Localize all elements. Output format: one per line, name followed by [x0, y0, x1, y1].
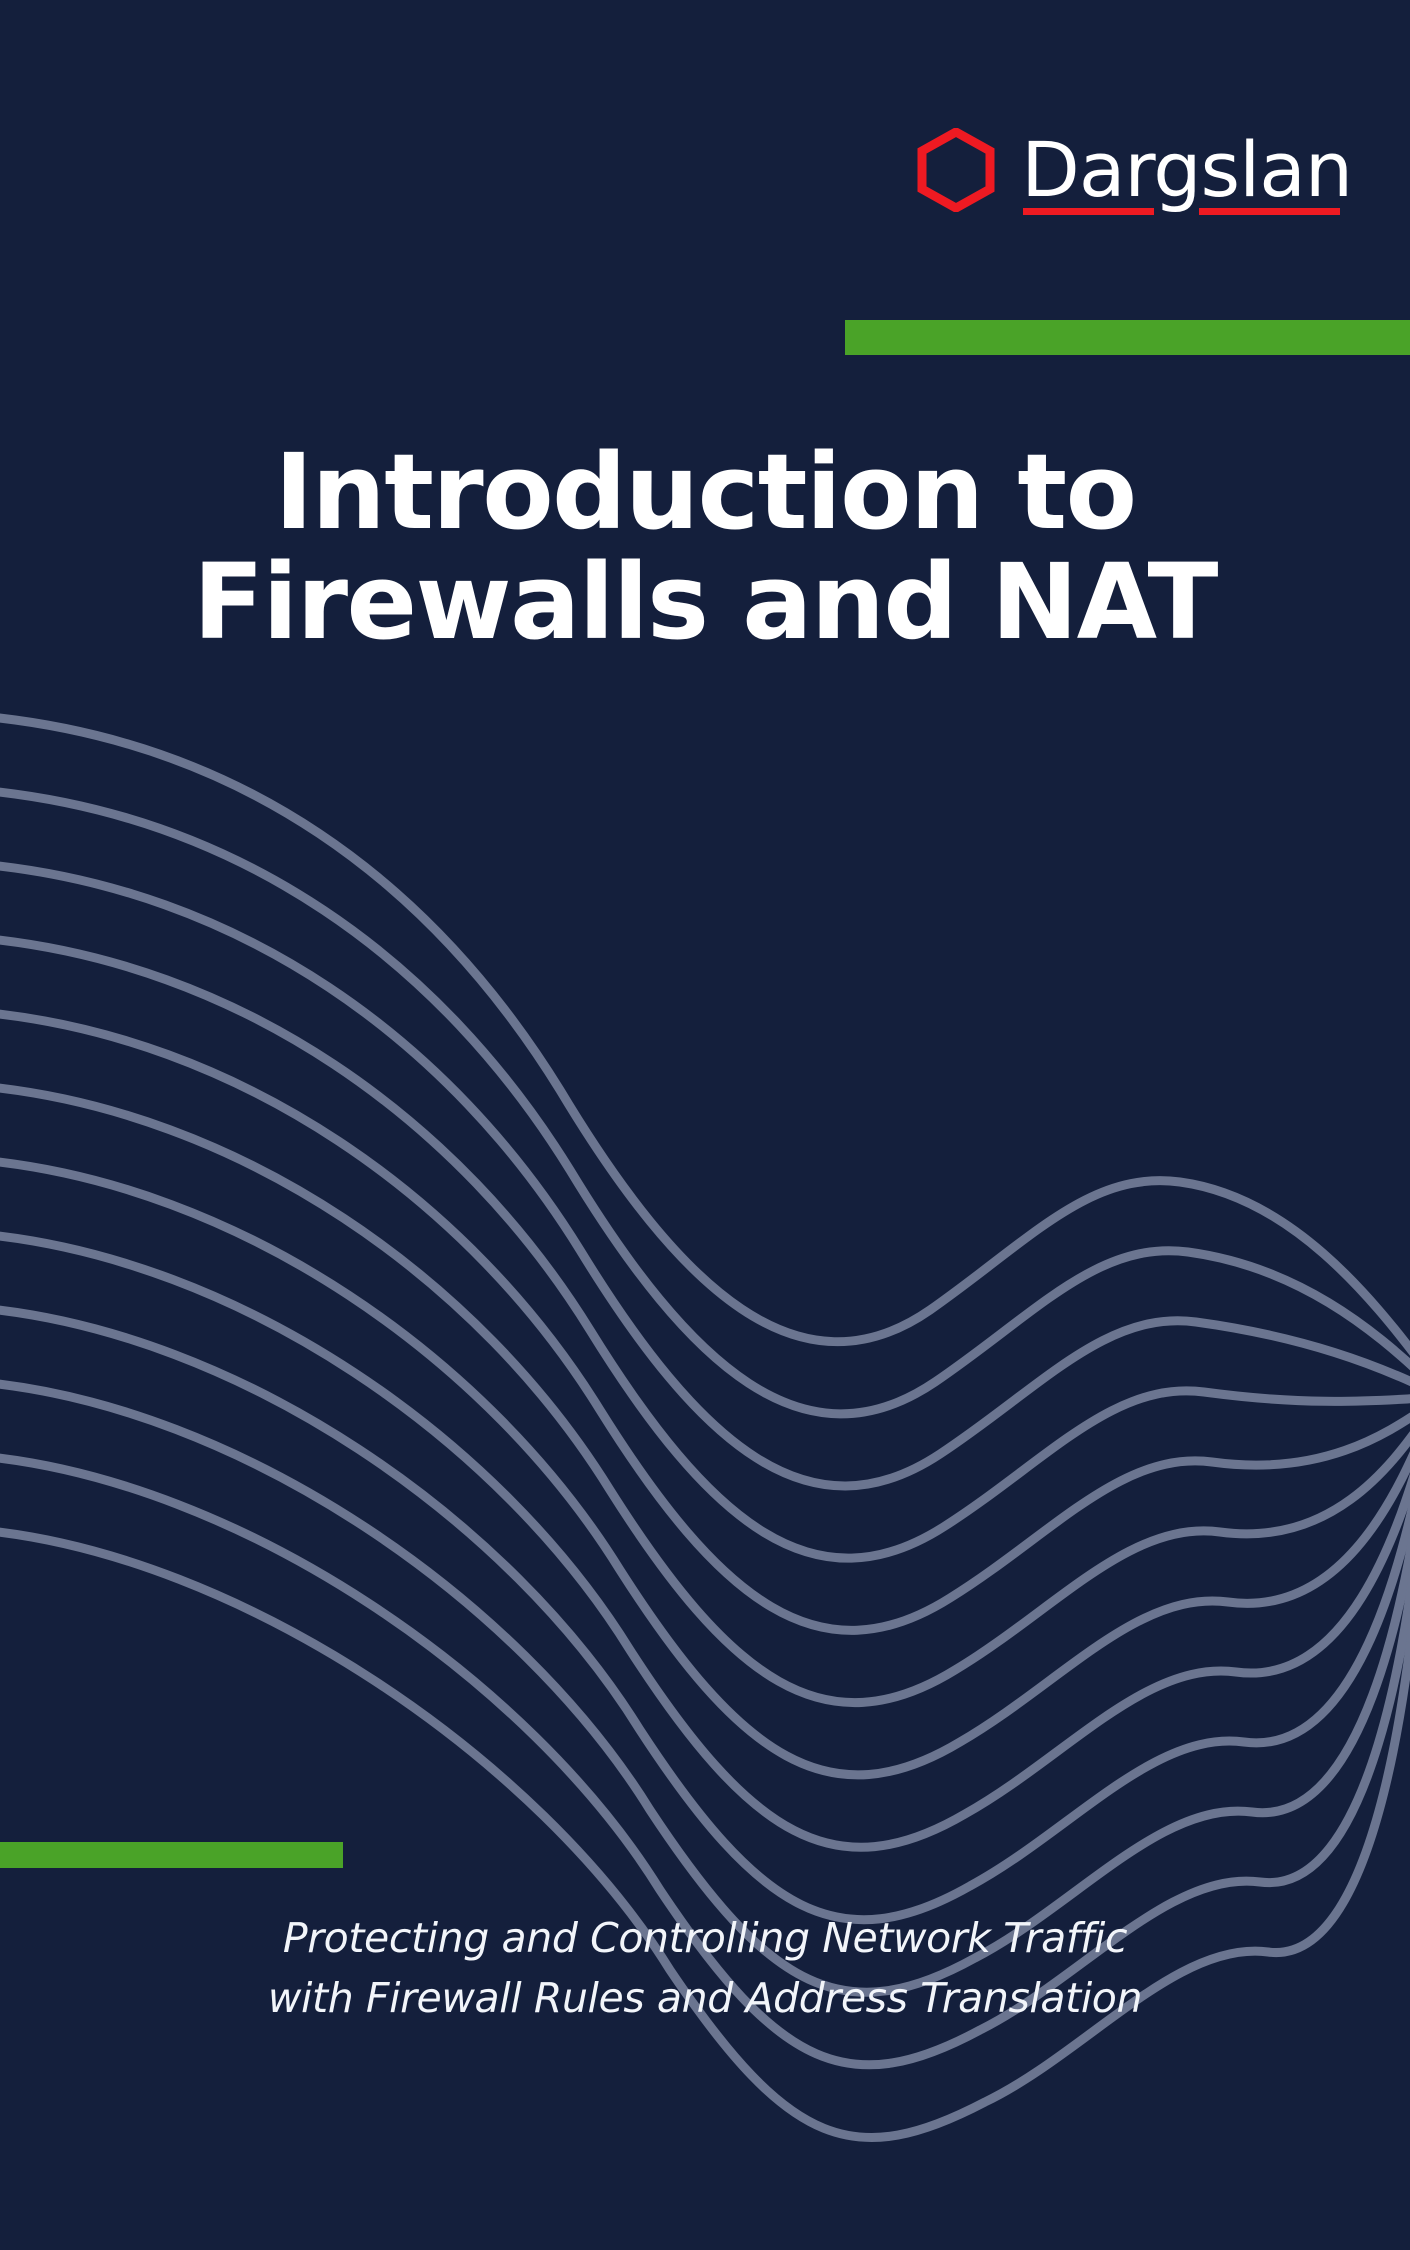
hexagon-outline-icon	[917, 128, 995, 212]
brand-logo: Dargslan	[917, 122, 1353, 218]
title-line-2: Firewalls and NAT	[193, 541, 1218, 664]
accent-bar-bottom	[0, 1842, 343, 1868]
brand-name: Dargslan	[1021, 124, 1353, 214]
subtitle-line-2: with Firewall Rules and Address Translat…	[267, 1974, 1143, 2023]
accent-bar-top	[845, 320, 1410, 355]
title-line-1: Introduction to	[274, 431, 1137, 553]
brand-underline-right	[1199, 208, 1341, 216]
subtitle-line-1: Protecting and Controlling Network Traff…	[282, 1914, 1128, 1962]
cover-subtitle: Protecting and Controlling Network Traff…	[0, 1908, 1410, 2029]
brand-wordmark: Dargslan	[1021, 124, 1353, 216]
cover-title: Introduction to Firewalls and NAT	[0, 431, 1410, 664]
brand-underline-left	[1023, 208, 1155, 216]
